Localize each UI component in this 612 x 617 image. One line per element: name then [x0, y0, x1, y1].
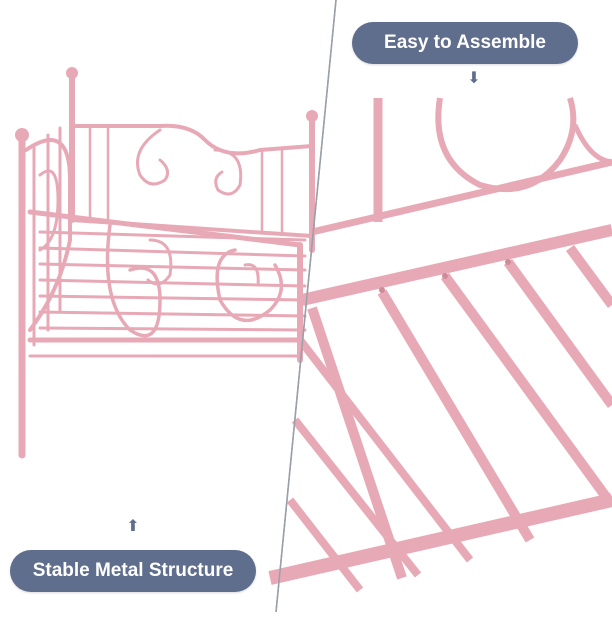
feature-label-bottom: Stable Metal Structure — [10, 550, 256, 592]
feature-label-top-text: Easy to Assemble — [384, 32, 546, 53]
arrow-down-icon: ⬇ — [467, 68, 481, 87]
feature-label-bottom-text: Stable Metal Structure — [32, 560, 234, 581]
slats-closeup — [268, 97, 612, 593]
daybed-overview — [15, 67, 318, 459]
arrow-up-icon: ⬆ — [126, 516, 140, 535]
feature-label-top: Easy to Assemble — [352, 22, 578, 64]
